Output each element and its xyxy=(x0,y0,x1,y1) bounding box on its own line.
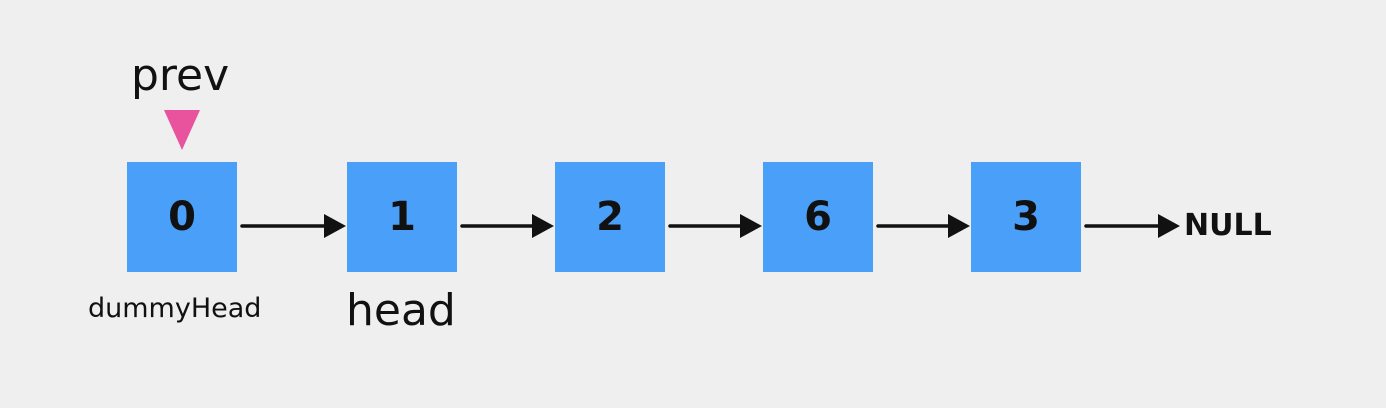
list-node-1: 1 xyxy=(347,162,457,272)
head-label: head xyxy=(346,285,456,336)
list-node-dummy: 0 xyxy=(127,162,237,272)
prev-pointer-icon xyxy=(164,110,200,150)
list-node-2: 2 xyxy=(555,162,665,272)
dummy-head-label: dummyHead xyxy=(88,293,262,324)
arrowhead-2-3 xyxy=(740,214,762,238)
list-node-4: 3 xyxy=(971,162,1081,272)
arrowhead-3-4 xyxy=(948,214,970,238)
arrowhead-4-null xyxy=(1158,214,1180,238)
list-node-3: 6 xyxy=(763,162,873,272)
prev-label: prev xyxy=(131,50,230,101)
arrowhead-1-2 xyxy=(532,214,554,238)
arrowhead-0-1 xyxy=(324,214,346,238)
null-label: NULL xyxy=(1184,208,1272,243)
